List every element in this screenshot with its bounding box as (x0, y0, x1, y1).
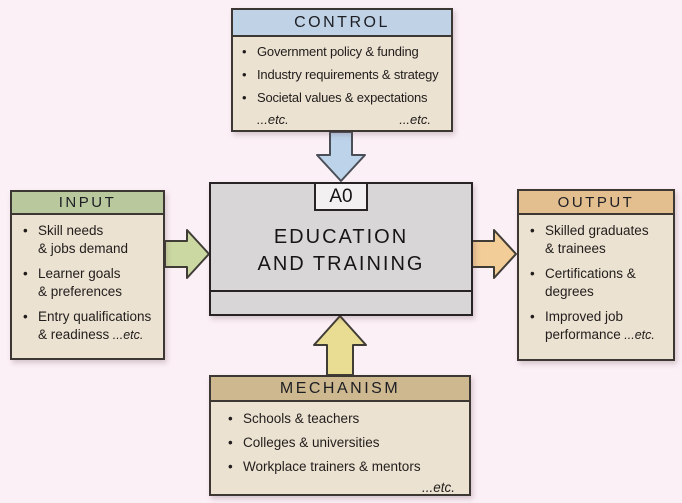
output-panel-body: • Skilled graduates& trainees • Certificati… (519, 215, 673, 355)
output-panel: OUTPUT • Skilled graduates& trainees • Cert… (517, 189, 675, 361)
list-item-text: Government policy & funding (257, 44, 419, 59)
input-right-arrow-icon (164, 228, 211, 280)
mechanism-etc-row: ...etc. (211, 480, 469, 495)
mechanism-up-arrow-icon (312, 315, 368, 376)
activity-title-line: AND TRAINING (257, 253, 425, 275)
mechanism-panel: MECHANISM • Schools & teachers • Colleges &… (209, 375, 471, 496)
mechanism-panel-title: MECHANISM (279, 379, 401, 397)
control-down-arrow-icon (313, 131, 369, 183)
list-item: • Workplace trainers & mentors (225, 458, 463, 476)
input-panel-title: INPUT (58, 194, 117, 211)
list-item-text: Entry qualifications& readiness ...etc. (38, 309, 152, 342)
activity-title-line: EDUCATION (273, 226, 409, 248)
list-item: • Certifications &degrees (527, 265, 667, 301)
output-right-arrow-icon (471, 228, 518, 280)
bullet-icon: • (530, 309, 535, 324)
activity-title: EDUCATION AND TRAINING (211, 214, 471, 288)
list-item: • Industry requirements & strategy (239, 66, 447, 84)
list-item: • Skilled graduates& trainees (527, 222, 667, 258)
bullet-icon: • (23, 309, 28, 324)
input-panel-body: • Skill needs& jobs demand • Learner goals&… (12, 215, 163, 355)
control-panel: CONTROL • Government policy & funding • Ind… (231, 8, 453, 132)
bullet-icon: • (530, 266, 535, 281)
mechanism-panel-body: • Schools & teachers • Colleges & universit… (211, 402, 469, 484)
control-panel-body: • Government policy & funding • Industry re… (233, 37, 451, 114)
bullet-icon: • (228, 411, 233, 426)
list-item-text: Learner goals& preferences (38, 266, 123, 299)
etc-label: ...etc. (620, 328, 655, 342)
node-id-tab: A0 (314, 182, 368, 211)
list-item: • Government policy & funding (239, 43, 447, 61)
control-etc-row: ...etc. ...etc. (233, 112, 451, 127)
list-item-text: Skilled graduates& trainees (545, 223, 649, 256)
mechanism-panel-header: MECHANISM (211, 377, 469, 402)
list-item-text: Workplace trainers & mentors (243, 459, 421, 474)
bullet-icon: • (228, 435, 233, 450)
activity-box: A0 EDUCATION AND TRAINING (209, 182, 473, 316)
bullet-icon: • (242, 67, 247, 82)
input-panel-header: INPUT (12, 192, 163, 215)
bullet-icon: • (242, 90, 247, 105)
control-panel-header: CONTROL (233, 10, 451, 37)
list-item-text: Colleges & universities (243, 435, 380, 450)
list-item-text: Schools & teachers (243, 411, 360, 426)
input-panel: INPUT • Skill needs& jobs demand • Learner … (10, 190, 165, 360)
etc-label: ...etc. (421, 480, 455, 495)
etc-label: ...etc. (109, 328, 144, 342)
list-item: • Schools & teachers (225, 410, 463, 428)
list-item-text: Industry requirements & strategy (257, 67, 439, 82)
etc-label: ...etc. (257, 112, 289, 127)
list-item-text: Certifications &degrees (545, 266, 636, 299)
output-panel-title: OUTPUT (557, 193, 635, 211)
list-item: • Entry qualifications& readiness ...etc. (20, 308, 157, 344)
bullet-icon: • (23, 223, 28, 238)
list-item-text: Skill needs& jobs demand (38, 223, 129, 256)
bullet-icon: • (530, 223, 535, 238)
list-item: • Societal values & expectations (239, 89, 447, 107)
bullet-icon: • (242, 44, 247, 59)
list-item: • Colleges & universities (225, 434, 463, 452)
output-panel-header: OUTPUT (519, 191, 673, 215)
etc-label: ...etc. (399, 112, 431, 127)
list-item: • Learner goals& preferences (20, 265, 157, 301)
activity-box-bottom-strip (211, 290, 471, 314)
list-item-text: Societal values & expectations (257, 90, 428, 105)
control-panel-title: CONTROL (294, 13, 390, 31)
bullet-icon: • (228, 459, 233, 474)
list-item: • Skill needs& jobs demand (20, 222, 157, 258)
bullet-icon: • (23, 266, 28, 281)
node-id-label: A0 (329, 185, 353, 207)
